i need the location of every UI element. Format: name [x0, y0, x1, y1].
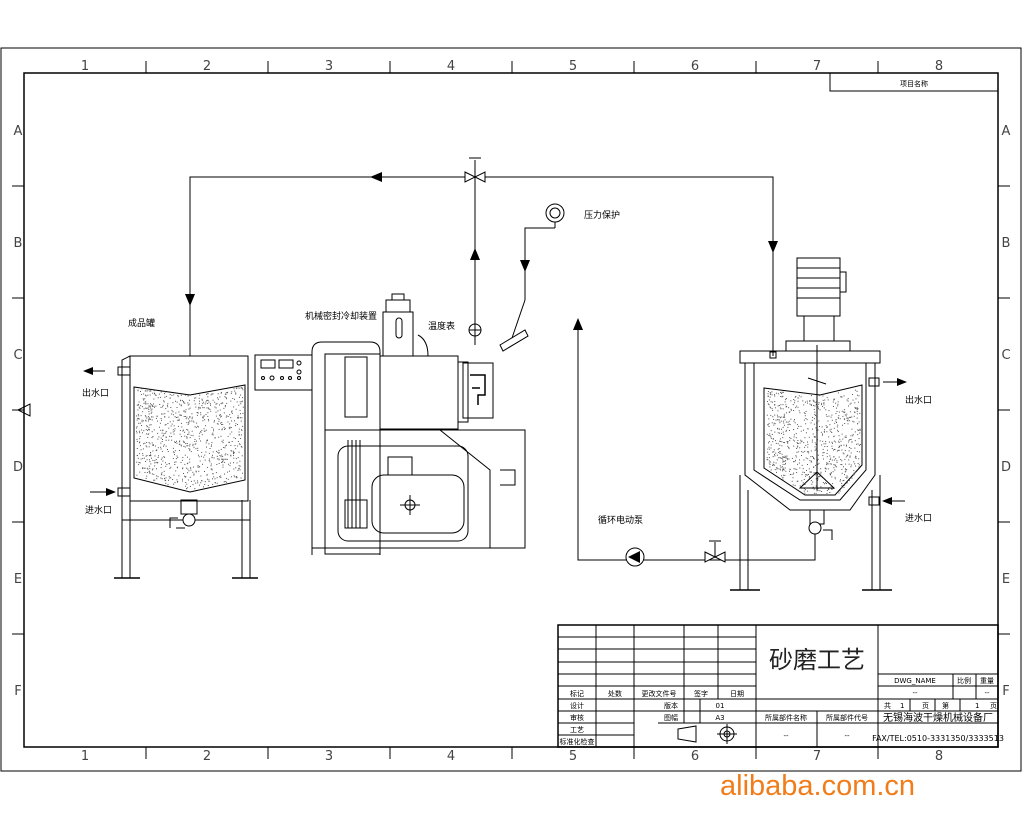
- version-value: 01: [716, 702, 725, 710]
- page-unit-2: 页: [990, 702, 997, 710]
- row-label: A: [1002, 124, 1011, 139]
- row-label: D: [1001, 460, 1011, 475]
- weight-label: 重量: [980, 677, 994, 685]
- title-block: 砂磨工艺 标记 处数 更改文件号 签字 日期 设计 审核 工艺 标准化检查 版本…: [557, 624, 1004, 748]
- header-sign: 签字: [694, 689, 708, 698]
- company-name: 无锡海波干燥机械设备厂: [883, 711, 993, 724]
- label-left-inlet: 进水口: [85, 504, 112, 516]
- projection-symbol-icon: [677, 724, 737, 744]
- flow-gauge-icon: [468, 323, 482, 337]
- row-label: B: [1002, 236, 1011, 251]
- column-label: 4: [447, 749, 455, 764]
- header-change-doc: 更改文件号: [642, 689, 677, 698]
- label-right-outlet: 出水口: [905, 394, 932, 406]
- current-page: 1: [975, 702, 979, 710]
- review-label: 审核: [570, 713, 584, 722]
- part-name-label: 所属部件名称: [765, 713, 807, 722]
- row-label: B: [14, 236, 23, 251]
- material-fill: [136, 387, 244, 490]
- version-label: 版本: [664, 701, 678, 710]
- process-label: 工艺: [570, 726, 584, 734]
- watermark: alibaba.com.cn: [720, 770, 916, 802]
- current-label: 第: [942, 701, 949, 710]
- label-thermometer: 温度表: [428, 320, 455, 332]
- column-label: 5: [569, 749, 577, 764]
- header-mark: 标记: [570, 689, 584, 698]
- sand-mill: [311, 293, 529, 555]
- label-right-inlet: 进水口: [905, 512, 932, 524]
- column-label: 8: [935, 749, 943, 764]
- column-label: 6: [691, 59, 699, 74]
- center-mark-icon: [16, 403, 31, 417]
- product-tank: [83, 355, 258, 579]
- column-label: 1: [81, 59, 89, 74]
- header-date: 日期: [730, 690, 744, 698]
- sheet-value: A3: [715, 714, 724, 722]
- flow-arrow-icon: [520, 260, 530, 272]
- row-label: E: [1002, 572, 1010, 587]
- scale-label: 比例: [957, 676, 971, 685]
- column-label: 3: [325, 59, 333, 74]
- column-label: 2: [203, 59, 211, 74]
- row-label: C: [1001, 348, 1010, 363]
- label-product-tank: 成品罐: [128, 317, 155, 329]
- three-way-valve-icon: [464, 157, 486, 183]
- column-label: 3: [325, 749, 333, 764]
- flow-arrow-icon: [370, 172, 382, 182]
- row-label: C: [13, 348, 22, 363]
- dwg-name-label: DWG_NAME: [894, 677, 936, 685]
- project-name-label: 项目名称: [900, 79, 928, 88]
- column-label: 5: [569, 59, 577, 74]
- flow-arrow-icon: [768, 241, 778, 253]
- company-contact: FAX/TEL:0510-3331350/3333513: [872, 734, 1004, 743]
- flow-arrow-icon: [470, 248, 480, 260]
- diagram-labels: 成品罐 出水口 进水口 机械密封冷却装置 温度表 压力保护 循环电动泵 出水口 …: [82, 209, 932, 526]
- mixing-tank: [730, 257, 907, 591]
- pressure-gauge-icon: [545, 203, 565, 223]
- row-label: A: [14, 124, 23, 139]
- piping: [185, 157, 816, 567]
- part-code-value: --: [844, 732, 850, 740]
- label-pressure-protect: 压力保护: [584, 209, 620, 221]
- sheet-label: 图幅: [664, 713, 678, 722]
- page-unit: 页: [922, 702, 929, 710]
- total-label: 共: [884, 701, 891, 710]
- column-label: 2: [203, 749, 211, 764]
- header-count: 处数: [608, 689, 622, 698]
- dwg-name-value: --: [912, 689, 918, 697]
- total-pages: 1: [900, 702, 904, 710]
- label-seal-cooling: 机械密封冷却装置: [305, 310, 377, 322]
- standard-check-label: 标准化检查: [560, 737, 595, 746]
- project-name-box: [829, 72, 999, 92]
- part-name-value: --: [783, 732, 789, 740]
- row-label: E: [14, 572, 22, 587]
- flow-arrow-icon: [573, 318, 583, 330]
- drawing-title: 砂磨工艺: [769, 646, 865, 674]
- column-label: 7: [813, 59, 821, 74]
- label-left-outlet: 出水口: [82, 387, 109, 399]
- row-label: F: [1002, 684, 1009, 699]
- gate-valve-icon: [704, 540, 726, 563]
- design-label: 设计: [570, 701, 584, 710]
- column-label: 7: [813, 749, 821, 764]
- column-label: 6: [691, 749, 699, 764]
- control-panel: [254, 354, 313, 391]
- column-label: 1: [81, 749, 89, 764]
- row-label: F: [14, 684, 21, 699]
- part-code-label: 所属部件代号: [826, 713, 868, 722]
- column-label: 4: [447, 59, 455, 74]
- material-fill: [766, 389, 861, 494]
- label-circ-pump: 循环电动泵: [598, 514, 643, 526]
- row-label: D: [13, 460, 23, 475]
- circulation-pump-icon: [625, 547, 645, 567]
- flow-arrow-icon: [185, 294, 195, 306]
- column-label: 8: [935, 59, 943, 74]
- weight-value: --: [984, 689, 990, 697]
